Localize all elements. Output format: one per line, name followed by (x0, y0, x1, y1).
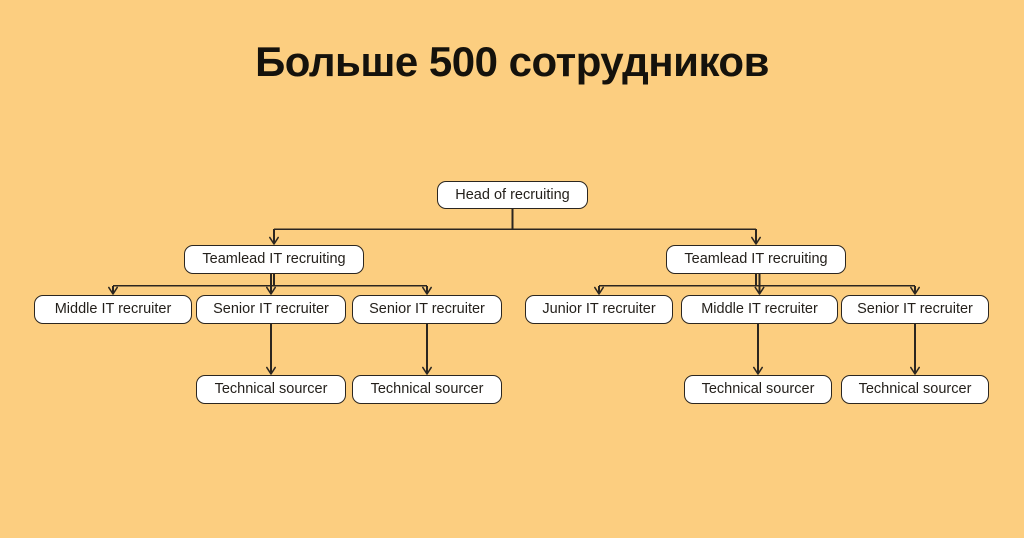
org-node-s-4[interactable]: Technical sourcer (841, 375, 989, 404)
org-node-s-2[interactable]: Technical sourcer (352, 375, 502, 404)
org-node-tl-r[interactable]: Teamlead IT recruiting (666, 245, 846, 274)
connector-root-to-tl-r (511, 209, 761, 245)
org-node-s-3[interactable]: Technical sourcer (684, 375, 832, 404)
connector-tl-r-to-r-2 (754, 274, 765, 295)
org-node-r-3[interactable]: Senior IT recruiter (841, 295, 989, 324)
org-node-r-1[interactable]: Junior IT recruiter (525, 295, 673, 324)
org-node-r-2[interactable]: Middle IT recruiter (681, 295, 838, 324)
connector-l-2-to-s-1 (266, 324, 276, 375)
org-node-root[interactable]: Head of recruiting (437, 181, 588, 209)
org-node-s-1[interactable]: Technical sourcer (196, 375, 346, 404)
connector-r-3-to-s-4 (910, 324, 920, 375)
connector-r-2-to-s-3 (753, 324, 763, 375)
connector-tl-r-to-r-3 (755, 274, 920, 295)
connector-tl-r-to-r-1 (594, 274, 757, 295)
org-node-l-2[interactable]: Senior IT recruiter (196, 295, 346, 324)
connector-l-3-to-s-2 (422, 324, 432, 375)
org-node-l-1[interactable]: Middle IT recruiter (34, 295, 192, 324)
connector-tl-l-to-l-1 (108, 274, 275, 295)
connector-tl-l-to-l-3 (273, 274, 432, 295)
connector-tl-l-to-l-2 (266, 274, 276, 295)
org-node-tl-l[interactable]: Teamlead IT recruiting (184, 245, 364, 274)
page-title: Больше 500 сотрудников (255, 38, 769, 85)
org-node-l-3[interactable]: Senior IT recruiter (352, 295, 502, 324)
connector-root-to-tl-l (269, 209, 514, 245)
